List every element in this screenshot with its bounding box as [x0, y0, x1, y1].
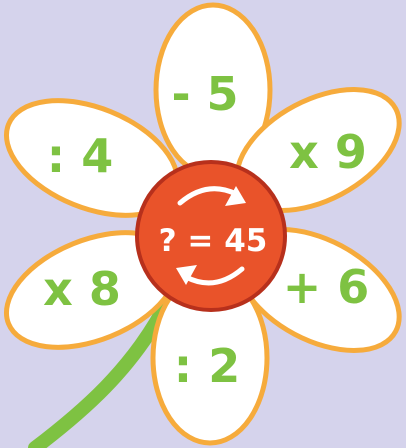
petal-lower-right-label: + 6 — [283, 260, 370, 314]
flower-center: ? = 45 — [137, 162, 285, 310]
petal-bottom-label: : 2 — [174, 339, 240, 393]
center-equation: ? = 45 — [159, 223, 268, 259]
petal-upper-left-label: : 4 — [47, 129, 113, 183]
petal-top-label: - 5 — [171, 67, 238, 121]
petal-lower-left-label: x 8 — [43, 262, 121, 316]
petal-upper-right-label: x 9 — [289, 125, 367, 179]
